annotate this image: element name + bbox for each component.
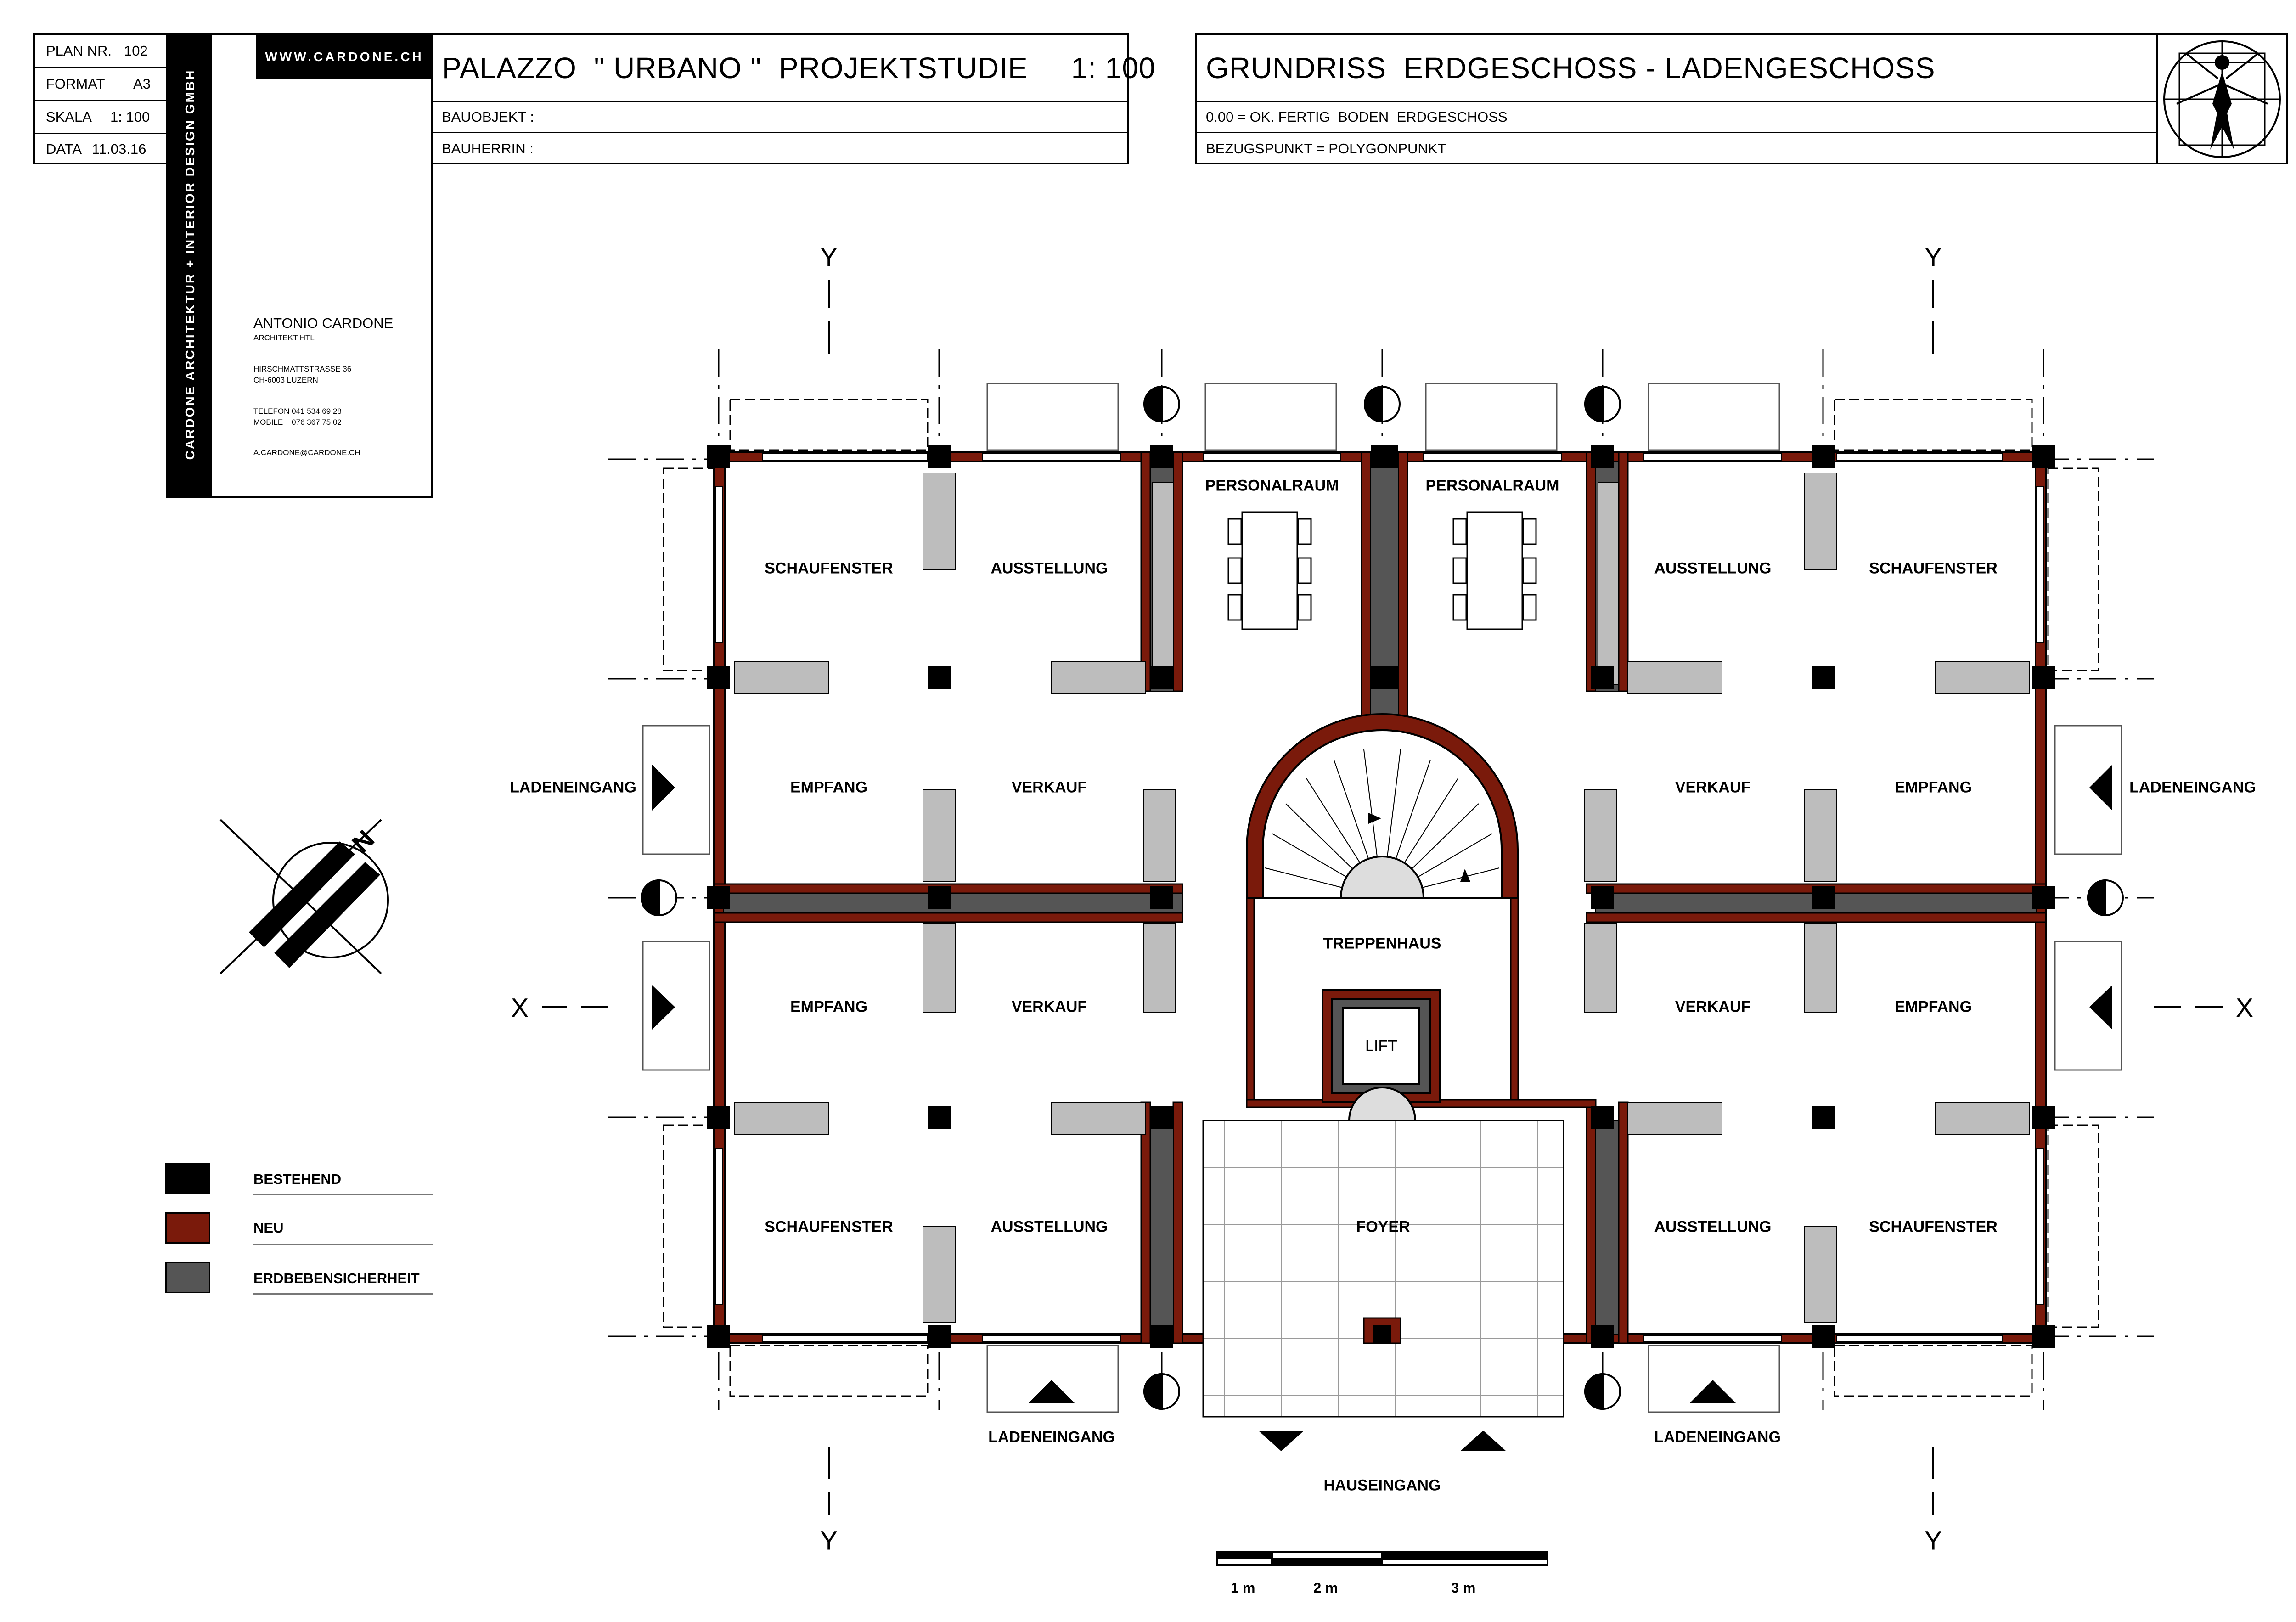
room-schaufenster-ne: SCHAUFENSTER bbox=[1869, 559, 1998, 577]
legend-divider bbox=[253, 1293, 433, 1295]
room-empfang-w1: EMPFANG bbox=[790, 778, 868, 796]
room-lift: LIFT bbox=[1365, 1037, 1397, 1055]
office-name: ANTONIO CARDONE bbox=[253, 315, 394, 331]
north-arrow-icon: N bbox=[219, 819, 389, 974]
axis-label-y-nw: Y bbox=[820, 242, 838, 272]
staircase bbox=[1246, 713, 1519, 899]
project-block: PALAZZO " URBANO " PROJEKTSTUDIE 1: 100 … bbox=[431, 33, 1155, 164]
room-verkauf-w2: VERKAUF bbox=[1011, 998, 1087, 1016]
room-verkauf-e1: VERKAUF bbox=[1675, 778, 1751, 796]
legend-swatch-neu bbox=[165, 1212, 210, 1244]
legend-label-bestehend: BESTEHEND bbox=[253, 1171, 342, 1187]
foyer-pillar-core bbox=[1373, 1325, 1391, 1343]
drawing-title-row: GRUNDRISS ERDGESCHOSS - LADENGESCHOSS bbox=[1197, 35, 2156, 102]
scale-label-1m: 1 m bbox=[1231, 1580, 1255, 1596]
label-ladeneingang-se: LADENEINGANG bbox=[1654, 1428, 1781, 1446]
level-note: 0.00 = OK. FERTIG BODEN ERDGESCHOSS bbox=[1206, 109, 1508, 125]
office-vertical-band: CARDONE ARCHITEKTUR + INTERIOR DESIGN GM… bbox=[168, 35, 212, 496]
room-ausstellung-se: AUSSTELLUNG bbox=[1654, 1218, 1772, 1236]
legend-label-neu: NEU bbox=[253, 1220, 284, 1236]
legend-divider bbox=[253, 1194, 433, 1195]
lift-shaft bbox=[1322, 989, 1441, 1164]
format-label: FORMAT bbox=[46, 76, 105, 92]
office-email: A.CARDONE@CARDONE.CH bbox=[253, 448, 360, 457]
room-verkauf-w1: VERKAUF bbox=[1011, 778, 1087, 796]
legend-swatch-erdbebensicherheit bbox=[165, 1262, 210, 1293]
skala-value: 1: 100 bbox=[110, 109, 150, 125]
room-empfang-e2: EMPFANG bbox=[1894, 998, 1972, 1016]
axis-label-x-w: X bbox=[511, 993, 529, 1023]
room-foyer: FOYER bbox=[1356, 1218, 1410, 1236]
reference-note: BEZUGSPUNKT = POLYGONPUNKT bbox=[1206, 141, 1446, 157]
axis-markers bbox=[542, 280, 2223, 1515]
bauherrin-label: BAUHERRIN : bbox=[442, 141, 534, 157]
label-ladeneingang-sw: LADENEINGANG bbox=[988, 1428, 1115, 1446]
website-tab: WWW.CARDONE.CH bbox=[256, 35, 433, 79]
room-personalraum-w: PERSONALRAUM bbox=[1205, 477, 1339, 495]
room-ausstellung-nw: AUSSTELLUNG bbox=[990, 559, 1108, 577]
skala-label: SKALA bbox=[46, 109, 92, 125]
entrance-arrows bbox=[652, 765, 2112, 1451]
glazing bbox=[715, 453, 2044, 1342]
logo-frame bbox=[2156, 35, 2286, 163]
label-ladeneingang-e: LADENEINGANG bbox=[2129, 778, 2256, 796]
label-ladeneingang-w: LADENEINGANG bbox=[510, 778, 636, 796]
room-verkauf-e2: VERKAUF bbox=[1675, 998, 1751, 1016]
office-city: CH-6003 LUZERN bbox=[253, 376, 318, 384]
room-treppenhaus: TREPPENHAUS bbox=[1323, 935, 1441, 952]
office-block: CARDONE ARCHITEKTUR + INTERIOR DESIGN GM… bbox=[166, 33, 433, 498]
office-mobile: MOBILE 076 367 75 02 bbox=[253, 418, 342, 427]
bauobjekt-label: BAUOBJEKT : bbox=[442, 109, 534, 125]
scale-label-2m: 2 m bbox=[1313, 1580, 1338, 1596]
plan-nr-value: 102 bbox=[124, 43, 148, 59]
legend-label-erdbebensicherheit: ERDBEBENSICHERHEIT bbox=[253, 1270, 420, 1286]
axis-label-x-e: X bbox=[2235, 993, 2254, 1023]
personalraum-tables bbox=[1227, 511, 1537, 630]
label-hauseingang: HAUSEINGANG bbox=[1323, 1476, 1441, 1494]
skala-row: SKALA 1: 100 bbox=[35, 101, 169, 134]
format-value: A3 bbox=[133, 76, 151, 92]
vitruvian-logo-icon bbox=[2163, 40, 2281, 158]
grid-bubbles bbox=[641, 385, 2124, 1410]
room-empfang-w2: EMPFANG bbox=[790, 998, 868, 1016]
format-row: FORMAT A3 bbox=[35, 68, 169, 101]
reference-note-row: BEZUGSPUNKT = POLYGONPUNKT bbox=[1197, 133, 2156, 164]
drawing-title: GRUNDRISS ERDGESCHOSS - LADENGESCHOSS bbox=[1206, 51, 1936, 84]
bauherrin-row: BAUHERRIN : bbox=[433, 133, 1127, 164]
office-title: ARCHITEKT HTL bbox=[253, 333, 315, 342]
room-personalraum-e: PERSONALRAUM bbox=[1425, 477, 1559, 495]
data-label: DATA bbox=[46, 141, 82, 157]
bauobjekt-row: BAUOBJEKT : bbox=[433, 102, 1127, 133]
axis-label-y-ne: Y bbox=[1924, 242, 1942, 272]
data-value: 11.03.16 bbox=[92, 141, 146, 157]
shelving bbox=[734, 473, 2030, 1323]
foyer-floor bbox=[1202, 1120, 1564, 1418]
room-schaufenster-nw: SCHAUFENSTER bbox=[765, 559, 893, 577]
website-text: WWW.CARDONE.CH bbox=[265, 50, 424, 64]
plan-nr-row: PLAN NR. 102 bbox=[35, 35, 169, 68]
office-street: HIRSCHMATTSTRASSE 36 bbox=[253, 365, 352, 373]
room-ausstellung-sw: AUSSTELLUNG bbox=[990, 1218, 1108, 1236]
legend-swatch-bestehend bbox=[165, 1163, 210, 1194]
info-table: PLAN NR. 102 FORMAT A3 SKALA 1: 100 DATA… bbox=[33, 33, 171, 164]
legend-divider bbox=[253, 1244, 433, 1245]
room-schaufenster-sw: SCHAUFENSTER bbox=[765, 1218, 893, 1236]
room-empfang-e1: EMPFANG bbox=[1894, 778, 1972, 796]
drawing-block: GRUNDRISS ERDGESCHOSS - LADENGESCHOSS 0.… bbox=[1195, 33, 2288, 164]
scale-label-3m: 3 m bbox=[1451, 1580, 1476, 1596]
existing-columns bbox=[707, 445, 2055, 1348]
room-ausstellung-ne: AUSSTELLUNG bbox=[1654, 559, 1772, 577]
office-phone: TELEFON 041 534 69 28 bbox=[253, 407, 342, 416]
data-row: DATA 11.03.16 bbox=[35, 134, 169, 164]
project-title-row: PALAZZO " URBANO " PROJEKTSTUDIE 1: 100 bbox=[433, 35, 1155, 102]
axis-label-y-sw: Y bbox=[820, 1526, 838, 1556]
scale-bar bbox=[1216, 1551, 1548, 1566]
room-schaufenster-se: SCHAUFENSTER bbox=[1869, 1218, 1998, 1236]
plan-nr-label: PLAN NR. bbox=[46, 43, 112, 59]
level-note-row: 0.00 = OK. FERTIG BODEN ERDGESCHOSS bbox=[1197, 102, 2156, 133]
solid-window-outlines bbox=[642, 383, 2122, 1413]
project-title: PALAZZO " URBANO " PROJEKTSTUDIE 1: 100 bbox=[442, 51, 1156, 84]
axis-label-y-se: Y bbox=[1924, 1526, 1942, 1556]
